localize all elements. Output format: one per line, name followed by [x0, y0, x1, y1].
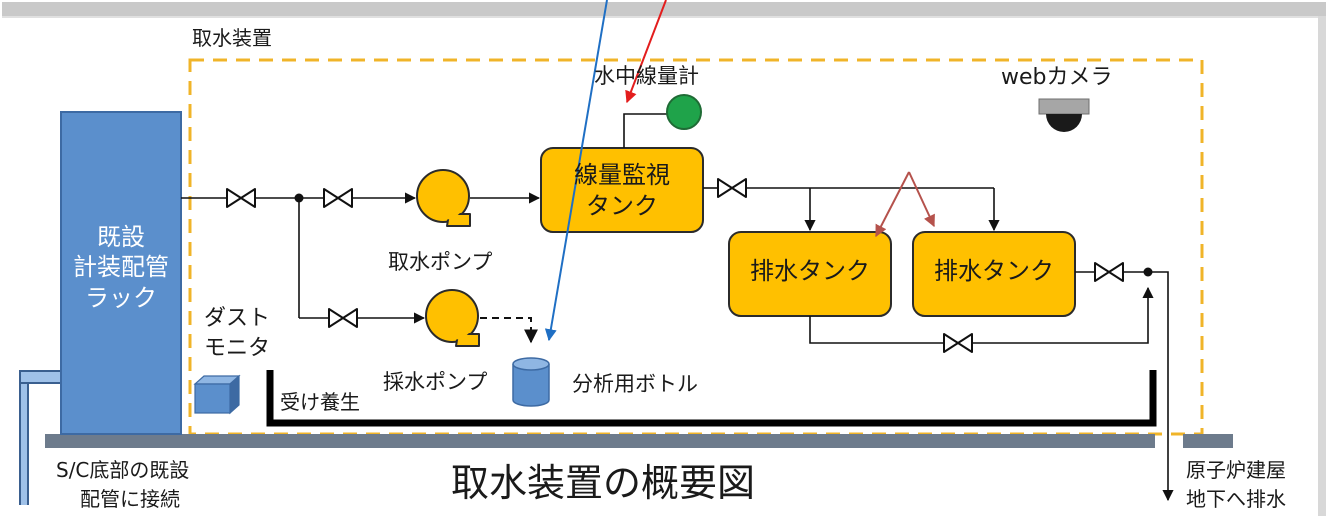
dust-monitor-label-line2: モニタ [204, 336, 271, 361]
underwater-meter-label: 水中線量計 [594, 64, 699, 88]
drain-tank-2-label: 排水タンク [934, 257, 1054, 285]
diagram-title: 取水装置の概要図 [451, 461, 756, 505]
drain-tank-2 [912, 231, 1076, 317]
valve-icon [323, 188, 353, 208]
sampling-pump-label: 採水ポンプ [383, 370, 488, 394]
rack-label-line3: ラック [85, 284, 157, 312]
intake-pump-icon [416, 169, 471, 227]
web-camera-label: webカメラ [1001, 65, 1113, 90]
monitor-tank-label-line2: タンク [586, 192, 658, 220]
drip-tray [266, 370, 1157, 427]
floor [45, 434, 1155, 448]
annotation-arrow-red [625, 0, 667, 104]
frame-top-edge [2, 2, 1326, 16]
dust-monitor-icon [193, 374, 241, 415]
rack-label-line1: 既設 [97, 223, 145, 251]
valve-icon [943, 333, 973, 353]
frame-right-edge [1318, 16, 1326, 516]
valve-icon [226, 188, 256, 208]
valve-icon [1094, 262, 1124, 282]
valve-icon [328, 308, 358, 328]
intake-pump-label: 取水ポンプ [388, 250, 493, 274]
drain-destination-label-line1: 原子炉建屋 [1186, 458, 1286, 482]
annotation-arrow-brown-right [908, 171, 935, 228]
drain-destination-label-line2: 地下へ排水 [1186, 487, 1286, 511]
enclosure-label: 取水装置 [192, 26, 272, 50]
drain-tank-1-label: 排水タンク [750, 257, 870, 285]
rack-label-line2: 計装配管 [73, 253, 169, 281]
camera-icon [1038, 98, 1090, 132]
sc-pipe-horizontal [19, 370, 65, 384]
sc-connection-label-line2: 配管に接続 [80, 487, 180, 511]
dosimeter-icon [666, 94, 702, 130]
bottle-icon [512, 357, 550, 407]
valve-icon [717, 178, 747, 198]
frame-top-shadow [2, 16, 1326, 18]
monitor-tank [540, 147, 704, 233]
drain-line [1148, 271, 1174, 502]
annotation-arrow-brown-left [875, 171, 910, 238]
dust-monitor-label-line1: ダスト [204, 306, 271, 331]
floor-right-segment [1183, 434, 1233, 448]
analysis-bottle-label: 分析用ボトル [572, 372, 698, 396]
sampling-pump-icon [425, 289, 480, 347]
sample-to-bottle [480, 317, 538, 344]
annotation-arrow-blue [544, 0, 608, 342]
instrument-rack [60, 111, 182, 435]
sc-connection-label-line1: S/C底部の既設 [56, 458, 190, 482]
monitor-tank-label-line1: 線量監視 [574, 161, 670, 189]
drip-tray-label: 受け養生 [280, 390, 360, 414]
